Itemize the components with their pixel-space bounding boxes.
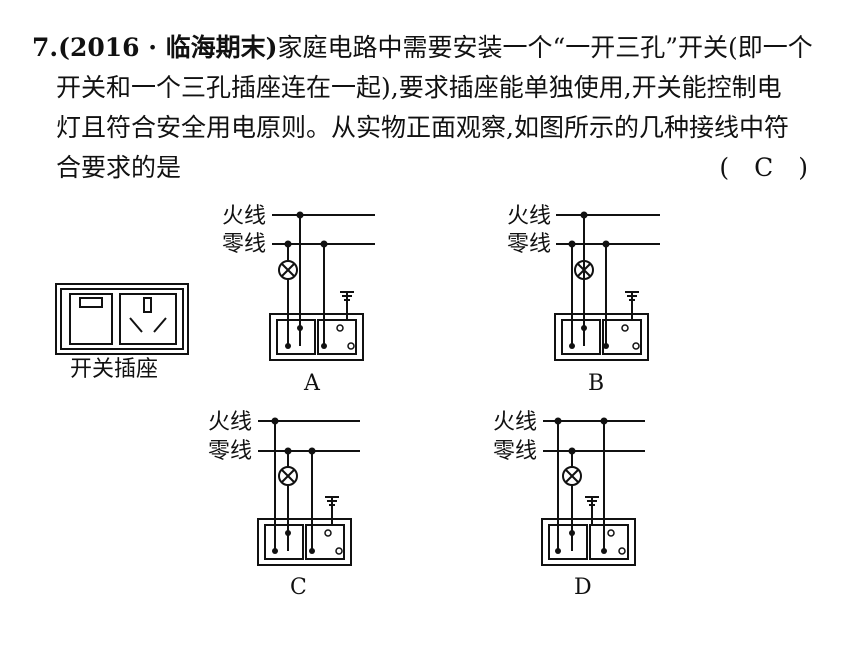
question-line-3: 灯且符合安全用电原则。从实物正面观察,如图所示的几种接线中符 [56,113,789,142]
option-label-a: A [303,371,321,396]
diagram-c [257,420,360,566]
ground-terminals [324,324,640,555]
live-label-d: 火线 [493,410,537,435]
neutral-label-d: 零线 [493,439,537,464]
answer-bracket: ( C ) [719,153,808,182]
diagram-a [269,214,375,361]
option-label-b: B [588,371,604,396]
neutral-label-c: 零线 [208,439,252,464]
neutral-label-b: 零线 [507,232,551,257]
diagram-d [541,420,645,566]
question-line1-text: 家庭电路中需要安装一个“一开三孔”开关(即一个 [277,33,813,62]
question-text: 7.(2016 · 临海期末)家庭电路中需要安装一个“一开三孔”开关(即一个 开… [32,28,832,188]
question-line4-text: 合要求的是 [56,153,182,182]
option-label-d: D [574,575,592,600]
device-caption: 开关插座 [70,357,158,382]
live-label-a: 火线 [222,204,266,229]
live-label-c: 火线 [208,410,252,435]
option-label-c: C [290,575,307,600]
diagram-b [554,214,660,361]
question-number: 7. [32,33,59,62]
question-line-2: 开关和一个三孔插座连在一起),要求插座能单独使用,开关能控制电 [56,73,782,102]
question-line-4: 合要求的是 ( C ) [32,148,832,188]
junction-dots [271,211,610,554]
live-label-b: 火线 [507,204,551,229]
switch-socket-device [55,283,189,355]
neutral-label-a: 零线 [222,232,266,257]
question-source: (2016 · 临海期末) [58,33,278,62]
question-line-1: 7.(2016 · 临海期末)家庭电路中需要安装一个“一开三孔”开关(即一个 [32,28,832,68]
